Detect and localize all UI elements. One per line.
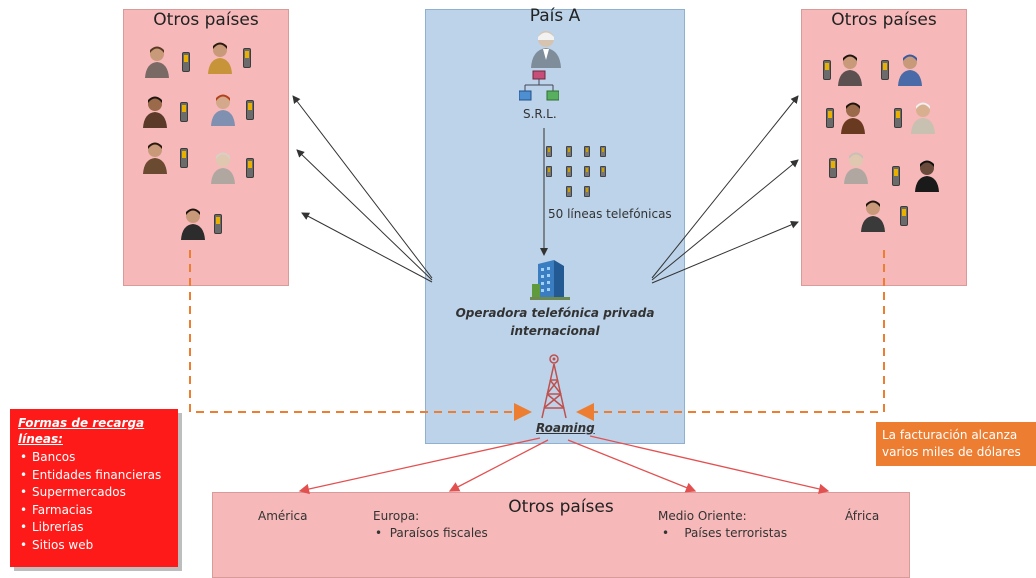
- antenna-tower-icon: [541, 354, 567, 419]
- phone-line-icon: [584, 186, 590, 197]
- left-countries-title: Otros países: [153, 10, 259, 30]
- recharge-item: Entidades financieras: [20, 467, 170, 485]
- mobile-phone-icon: [826, 108, 834, 128]
- phone-line-icon: [566, 186, 572, 197]
- operator-label: Operadora telefónica privada internacion…: [440, 304, 670, 340]
- mobile-phone-icon: [894, 108, 902, 128]
- operator-to-left-arrow-1: [292, 95, 433, 279]
- recharge-list: Bancos Entidades financieras Supermercad…: [18, 449, 170, 554]
- region-medio-oriente: Medio Oriente:: [658, 509, 747, 523]
- operator-to-left-arrow-2: [296, 149, 433, 281]
- roaming-to-america-arrow: [298, 437, 541, 495]
- lines-label: 50 líneas telefónicas: [548, 207, 672, 221]
- person-icon: [144, 44, 170, 78]
- person-icon: [837, 52, 863, 86]
- person-icon: [210, 150, 236, 184]
- mobile-phone-icon: [900, 206, 908, 226]
- person-icon: [142, 140, 168, 174]
- mobile-phone-icon: [881, 60, 889, 80]
- phone-line-icon: [584, 146, 590, 157]
- person-icon: [860, 198, 886, 232]
- mobile-phone-icon: [214, 214, 222, 234]
- person-icon: [914, 158, 940, 192]
- mobile-phone-icon: [246, 158, 254, 178]
- phone-line-icon: [600, 146, 606, 157]
- operator-label-line1: Operadora telefónica privada: [455, 306, 655, 320]
- mobile-phone-icon: [823, 60, 831, 80]
- recharge-item: Librerías: [20, 519, 170, 537]
- operator-label-line2: internacional: [510, 324, 600, 338]
- phone-line-icon: [566, 146, 572, 157]
- operator-to-left-arrow-3: [301, 212, 433, 283]
- phone-line-icon: [600, 166, 606, 177]
- roaming-to-medio-oriente-arrow: [567, 439, 697, 493]
- right-countries-title: Otros países: [831, 10, 937, 30]
- org-chart-icon: [519, 70, 559, 101]
- roaming-label: Roaming: [536, 421, 595, 435]
- person-icon: [142, 94, 168, 128]
- recharge-title-line1: Formas de recarga: [18, 416, 145, 430]
- region-europa-item: • Paraísos fiscales: [375, 526, 488, 540]
- billing-note-line2: varios miles de dólares: [882, 445, 1021, 459]
- bottom-countries-box: Otros países: [212, 492, 910, 578]
- roaming-to-europa-arrow: [448, 439, 549, 492]
- bottom-countries-title: Otros países: [508, 497, 614, 517]
- region-europa: Europa:: [373, 509, 420, 523]
- roaming-to-africa-arrow: [589, 435, 830, 495]
- phone-line-icon: [546, 166, 552, 177]
- person-icon: [207, 40, 233, 74]
- recharge-item: Sitios web: [20, 537, 170, 555]
- region-america: América: [258, 509, 308, 523]
- recharge-methods-box: Formas de recarga líneas: Bancos Entidad…: [10, 409, 178, 567]
- phone-line-icon: [566, 166, 572, 177]
- recharge-item: Farmacias: [20, 502, 170, 520]
- recharge-title: Formas de recarga líneas:: [18, 415, 170, 447]
- billing-note-line1: La facturación alcanza: [882, 428, 1018, 442]
- mobile-phone-icon: [243, 48, 251, 68]
- mobile-phone-icon: [180, 102, 188, 122]
- recharge-title-line2: líneas:: [18, 432, 63, 446]
- person-icon: [843, 150, 869, 184]
- region-medio-oriente-item-text: Países terroristas: [684, 526, 788, 540]
- region-africa: África: [845, 509, 880, 523]
- phone-line-icon: [546, 146, 552, 157]
- country-a-title: País A: [529, 6, 581, 26]
- phone-line-icon: [584, 166, 590, 177]
- mobile-phone-icon: [829, 158, 837, 178]
- right-countries-box: Otros países: [801, 9, 967, 286]
- person-icon: [910, 100, 936, 134]
- mobile-phone-icon: [182, 52, 190, 72]
- businessman-icon: [531, 31, 561, 68]
- person-icon: [840, 100, 866, 134]
- region-medio-oriente-item: • Países terroristas: [662, 526, 788, 540]
- recharge-item: Supermercados: [20, 484, 170, 502]
- mobile-phone-icon: [180, 148, 188, 168]
- building-icon: [530, 260, 570, 300]
- mobile-phone-icon: [892, 166, 900, 186]
- srl-label: S.R.L.: [523, 107, 557, 121]
- person-icon: [210, 92, 236, 126]
- person-icon: [180, 206, 206, 240]
- mobile-phone-icon: [246, 100, 254, 120]
- recharge-item: Bancos: [20, 449, 170, 467]
- person-icon: [897, 52, 923, 86]
- region-europa-item-text: Paraísos fiscales: [389, 526, 488, 540]
- billing-note-box: La facturación alcanza varios miles de d…: [876, 422, 1036, 466]
